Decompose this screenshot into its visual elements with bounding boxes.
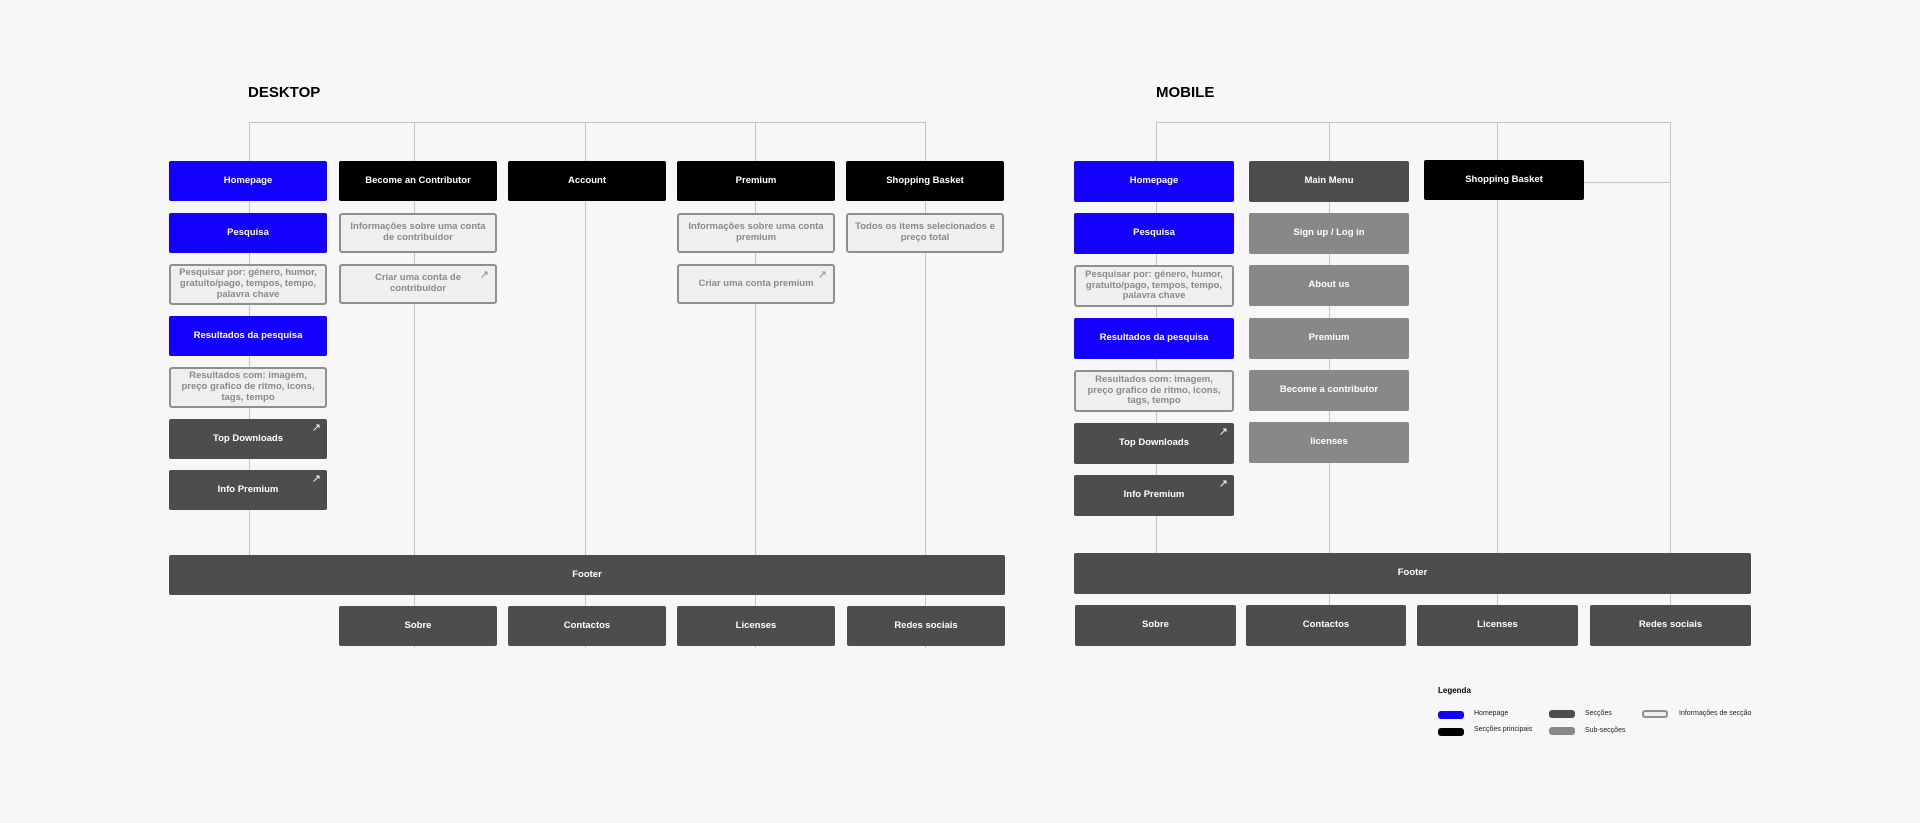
legend-swatch-main-sections — [1438, 728, 1464, 736]
mobile-footer-box: Footer — [1074, 553, 1751, 594]
mobile-footer-sobre: Sobre — [1075, 605, 1236, 646]
connector-line — [1584, 182, 1670, 183]
mobile-info-premium-label: Info Premium — [1123, 489, 1185, 501]
mobile-menu-contributor: Become a contributor — [1249, 370, 1409, 411]
mobile-pesquisa-box: Pesquisa — [1074, 213, 1234, 254]
legend-title: Legenda — [1438, 686, 1471, 695]
mobile-heading: MOBILE — [1156, 84, 1215, 101]
desktop-contributor-box: Become an Contributor — [339, 161, 497, 201]
external-link-icon: ↗ — [311, 422, 321, 434]
mobile-menu-about: About us — [1249, 265, 1409, 306]
legend-swatch-sections — [1549, 710, 1575, 718]
mobile-results-box: Resultados da pesquisa — [1074, 318, 1234, 359]
connector-line — [1670, 122, 1671, 645]
legend-label-sub-sections: Sub-secções — [1585, 727, 1626, 734]
connector-line — [1497, 122, 1498, 645]
mobile-menu-licenses: licenses — [1249, 422, 1409, 463]
connector-line — [249, 122, 926, 123]
desktop-top-downloads-label: Top Downloads — [212, 432, 283, 444]
desktop-footer-sobre: Sobre — [339, 606, 497, 646]
desktop-footer-contactos: Contactos — [508, 606, 666, 646]
desktop-create-contributor-box: Criar uma conta de contribuidor ↗ — [339, 264, 497, 304]
external-link-icon: ↗ — [817, 269, 827, 281]
connector-line — [1156, 122, 1671, 123]
mobile-footer-contactos: Contactos — [1246, 605, 1406, 646]
desktop-create-premium-box: Criar uma conta premium ↗ — [677, 264, 835, 304]
connector-line — [585, 122, 586, 648]
mobile-menu-signup: Sign up / Log in — [1249, 213, 1409, 254]
desktop-results-box: Resultados da pesquisa — [169, 316, 327, 356]
mobile-menu-premium: Premium — [1249, 318, 1409, 359]
mobile-info-premium-box: Info Premium ↗ — [1074, 475, 1234, 516]
legend-label-sections: Secções — [1585, 710, 1612, 717]
desktop-results-info-box: Resultados com: imagem, preço grafico de… — [169, 367, 327, 408]
mobile-footer-licenses: Licenses — [1417, 605, 1578, 646]
mobile-footer-redes-sociais: Redes sociais — [1590, 605, 1751, 646]
external-link-icon: ↗ — [1218, 426, 1228, 438]
connector-line — [925, 122, 926, 648]
mobile-basket-box: Shopping Basket — [1424, 160, 1584, 200]
desktop-pesquisa-box: Pesquisa — [169, 213, 327, 253]
desktop-basket-info-box: Todos os items selecionados e preço tota… — [846, 213, 1004, 253]
desktop-create-premium-label: Criar uma conta premium — [698, 277, 814, 289]
desktop-footer-licenses: Licenses — [677, 606, 835, 646]
legend-label-section-info: Informações de secção — [1679, 710, 1752, 717]
legend-swatch-homepage — [1438, 711, 1464, 719]
desktop-info-premium-box: Info Premium ↗ — [169, 470, 327, 510]
desktop-heading: DESKTOP — [248, 84, 321, 101]
legend-label-main-sections: Secções principais — [1474, 726, 1533, 733]
desktop-contributor-info-box: Informações sobre uma conta de contribui… — [339, 213, 497, 253]
desktop-homepage-box: Homepage — [169, 161, 327, 201]
connector-line — [755, 122, 756, 648]
desktop-search-info-box: Pesquisar por: género, humor, gratuito/p… — [169, 264, 327, 305]
external-link-icon: ↗ — [311, 473, 321, 485]
desktop-premium-box: Premium — [677, 161, 835, 201]
desktop-account-box: Account — [508, 161, 666, 201]
desktop-footer-redes-sociais: Redes sociais — [847, 606, 1005, 646]
legend-label-homepage: Homepage — [1474, 710, 1509, 717]
mobile-top-downloads-label: Top Downloads — [1118, 437, 1189, 449]
desktop-premium-info-box: Informações sobre uma conta premium — [677, 213, 835, 253]
connector-line — [414, 122, 415, 648]
desktop-top-downloads-box: Top Downloads ↗ — [169, 419, 327, 459]
external-link-icon: ↗ — [1218, 478, 1228, 490]
mobile-results-info-box: Resultados com: imagem, preço grafico de… — [1074, 370, 1234, 412]
mobile-top-downloads-box: Top Downloads ↗ — [1074, 423, 1234, 464]
mobile-search-info-box: Pesquisar por: género, humor, gratuito/p… — [1074, 265, 1234, 307]
mobile-homepage-box: Homepage — [1074, 161, 1234, 202]
external-link-icon: ↗ — [479, 269, 489, 281]
desktop-basket-box: Shopping Basket — [846, 161, 1004, 201]
legend-swatch-sub-sections — [1549, 727, 1575, 735]
desktop-info-premium-label: Info Premium — [217, 483, 279, 495]
mobile-main-menu-box: Main Menu — [1249, 161, 1409, 202]
desktop-create-contributor-label: Criar uma conta de contribuidor — [374, 272, 462, 294]
legend-swatch-section-info — [1642, 710, 1668, 718]
desktop-footer-box: Footer — [169, 555, 1005, 595]
